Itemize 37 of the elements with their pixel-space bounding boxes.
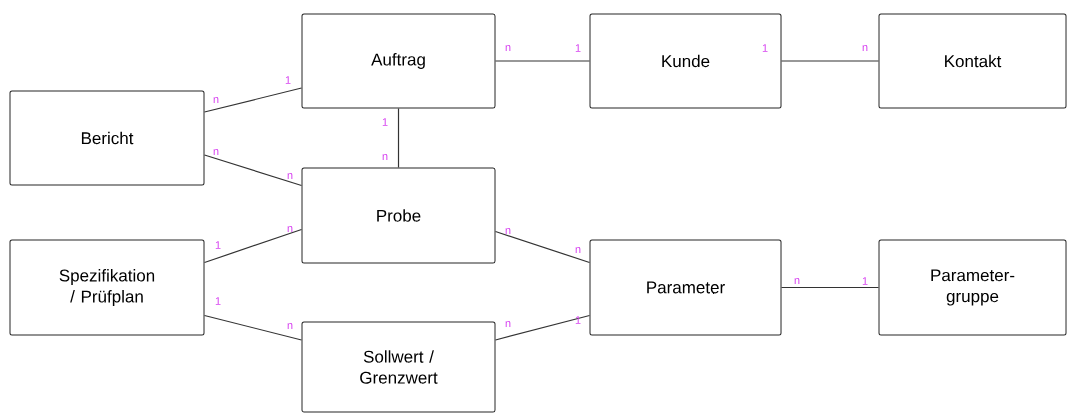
connector (494, 60, 591, 62)
connector (203, 314, 303, 341)
entity-box: Sollwert / Grenzwert (301, 321, 496, 413)
entity-box: Bericht (9, 90, 205, 186)
cardinality-label: 1 (215, 241, 221, 249)
cardinality-label: 1 (382, 118, 388, 126)
cardinality-label: n (862, 45, 868, 51)
connector (780, 286, 880, 289)
cardinality-label: 1 (862, 277, 868, 285)
entity-box: Spezifikation / Prüfplan (9, 239, 205, 336)
cardinality-label: n (287, 226, 293, 232)
entity-box: Parameter- gruppe (878, 239, 1067, 336)
cardinality-label: n (213, 149, 219, 155)
cardinality-label: n (505, 321, 511, 327)
entity-box: Kontakt (878, 13, 1067, 109)
cardinality-label: n (505, 45, 511, 51)
cardinality-label: 1 (285, 76, 291, 84)
connector (780, 60, 880, 62)
entity-box: Auftrag (301, 13, 496, 109)
cardinality-label: 1 (215, 297, 221, 305)
entity-box: Parameter (589, 239, 782, 336)
cardinality-label: n (575, 247, 581, 253)
connector (203, 87, 303, 113)
cardinality-label: n (794, 278, 800, 284)
cardinality-label: n (287, 173, 293, 179)
cardinality-label: n (505, 228, 511, 234)
cardinality-label: n (382, 154, 388, 160)
cardinality-label: n (213, 97, 219, 103)
entity-box: Probe (301, 167, 496, 264)
cardinality-label: 1 (575, 44, 581, 52)
cardinality-label: n (287, 323, 293, 329)
connector (494, 230, 591, 264)
cardinality-label: 1 (762, 44, 768, 52)
connector (203, 154, 303, 187)
connector (494, 314, 591, 341)
connector (397, 107, 400, 169)
connector (203, 228, 303, 264)
